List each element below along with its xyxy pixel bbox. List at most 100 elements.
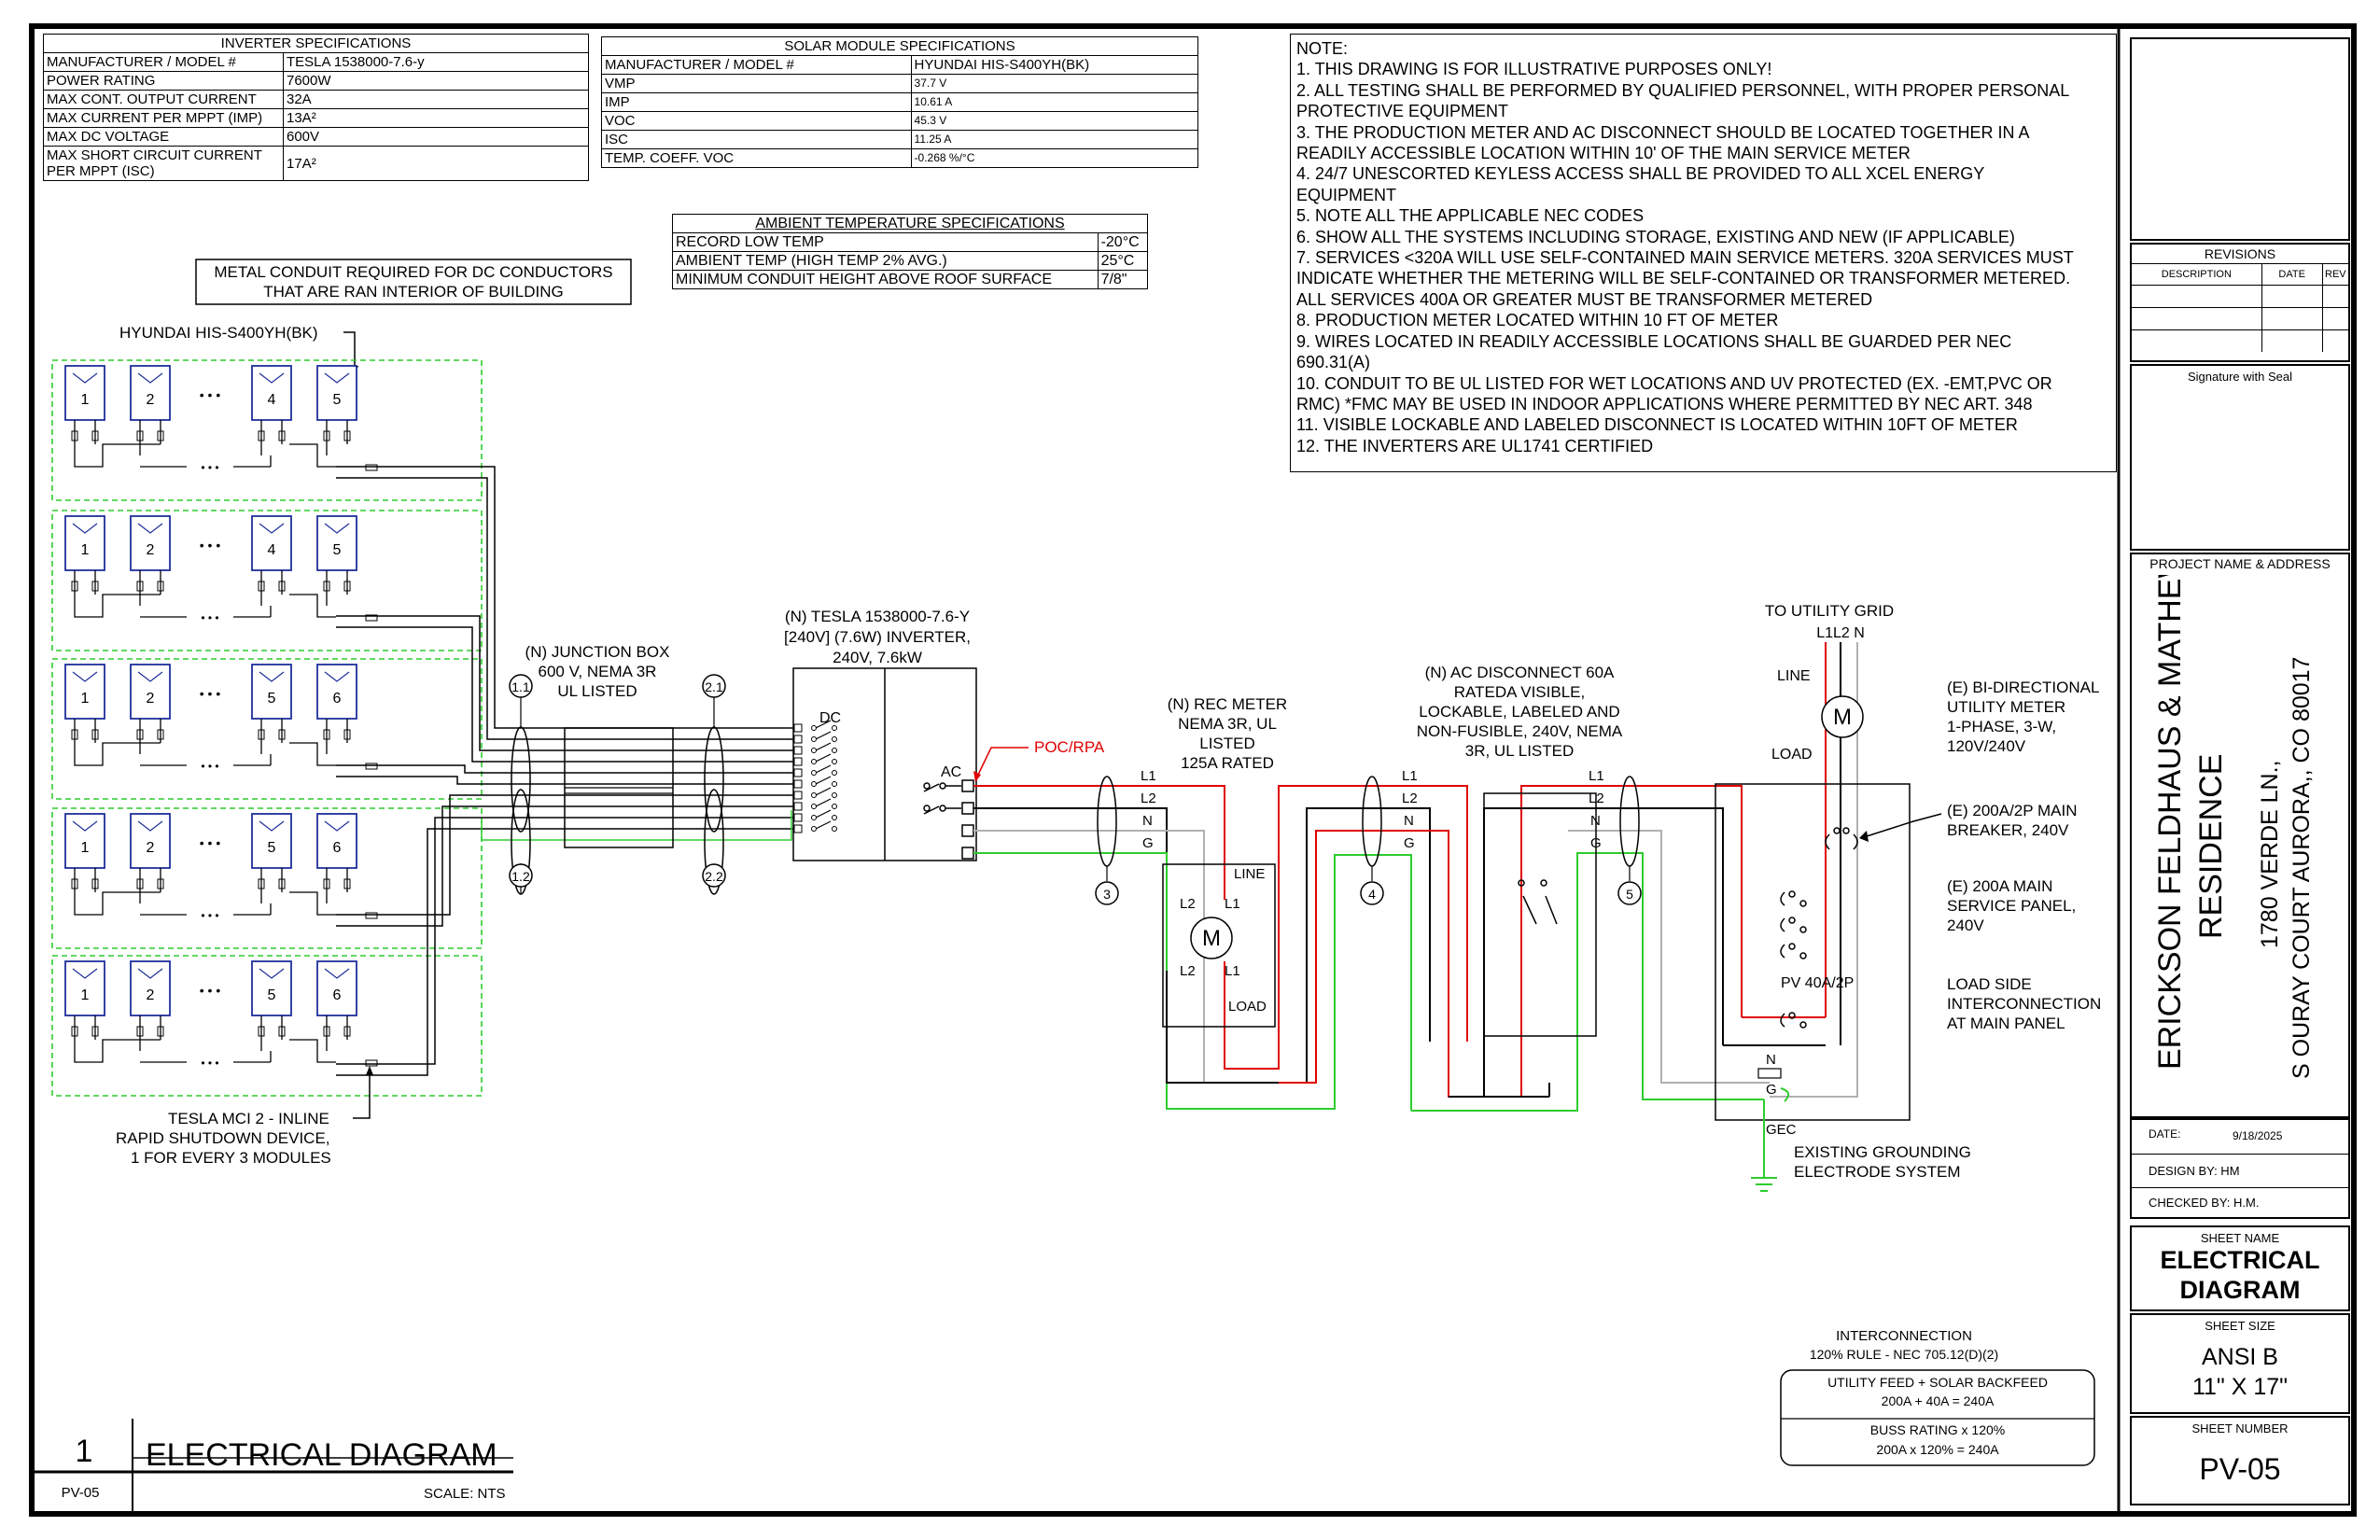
conduit-tag-2-1: 2.1 2.2 <box>702 674 726 895</box>
project-label: PROJECT NAME & ADDRESS <box>2149 556 2331 571</box>
meter-m: M <box>1833 705 1852 730</box>
junction-box-label: (N) JUNCTION BOX <box>525 643 670 661</box>
connector <box>91 1026 99 1037</box>
rev-col-header: DATE <box>2261 264 2323 286</box>
pv-module-outline <box>130 664 171 720</box>
rsd-label: RAPID SHUTDOWN DEVICE, <box>116 1129 330 1147</box>
note-line: 3. THE PRODUCTION METER AND AC DISCONNEC… <box>1296 122 2030 142</box>
dc-switch-contact <box>832 736 837 742</box>
connector <box>258 729 265 740</box>
connector <box>258 1026 265 1037</box>
metal-conduit-text: METAL CONDUIT REQUIRED FOR DC CONDUCTORS <box>214 263 612 281</box>
pv-module-glyph <box>324 671 350 682</box>
sheet-size-label: SHEET SIZE <box>2205 1319 2275 1333</box>
connector <box>136 1026 144 1037</box>
rec-meter-symbol <box>1190 917 1233 959</box>
utility-meter-symbol <box>1821 695 1864 738</box>
main-breaker-label: BREAKER, 240V <box>1947 821 2069 839</box>
pv-module-outline <box>316 365 357 421</box>
spec-label: RECORD LOW TEMP <box>672 232 1099 252</box>
rsd-device <box>365 464 378 471</box>
note-line: 690.31(A) <box>1296 353 1371 372</box>
pv-module-outline <box>64 813 105 869</box>
notes-title: NOTE: <box>1296 39 1349 58</box>
pv-module-outline <box>64 515 105 571</box>
ac-switch <box>923 782 961 815</box>
note-line: ALL SERVICES 400A OR GREATER MUST BE TRA… <box>1296 289 1873 309</box>
connector <box>136 430 144 441</box>
pv-module-glyph <box>324 523 350 534</box>
spec-value: 7600W <box>283 71 589 91</box>
poc-arrow <box>973 771 981 782</box>
main-panel-label: 240V <box>1947 917 1984 934</box>
conduit-tag-5: 5 <box>1617 776 1642 905</box>
rec-meter-terminals: LINE L2 L1 L2 L1 LOAD <box>1180 866 1267 1015</box>
pv-module-number: 4 <box>268 392 276 408</box>
connector <box>258 430 265 441</box>
ground-symbol <box>1751 1177 1777 1192</box>
dc-terminal <box>793 802 803 811</box>
dc-switch-contact <box>832 770 837 776</box>
l2-label: L2 <box>1141 791 1156 806</box>
pv-module-outline <box>316 960 357 1016</box>
note-line: 9. WIRES LOCATED IN READILY ACCESSIBLE L… <box>1296 331 2012 351</box>
note-line: READILY ACCESSIBLE LOCATION WITHIN 10' O… <box>1296 144 1911 163</box>
pv-module-glyph <box>137 372 163 384</box>
pv-module-glyph <box>259 968 285 979</box>
load-label: LOAD <box>1228 999 1267 1015</box>
pv-module: 6 <box>316 813 357 903</box>
note-line: 12. THE INVERTERS ARE UL1741 CERTIFIED <box>1296 436 1654 455</box>
footer-sheet-ref: PV-05 <box>62 1485 100 1501</box>
ellipsis: • • • <box>201 1057 218 1070</box>
sheet-border <box>29 23 2357 1517</box>
drawing-title: ELECTRICAL DIAGRAM <box>146 1437 497 1473</box>
ellipsis: • • • <box>200 387 221 402</box>
pv-module-outline <box>251 813 292 869</box>
dc-switch-blade <box>815 764 832 774</box>
rsd-device <box>365 763 378 770</box>
dc-home-run <box>336 477 801 740</box>
main-breaker <box>1825 827 1858 850</box>
dc-home-run <box>336 817 801 1065</box>
note-line: 8. PRODUCTION METER LOCATED WITHIN 10 FT… <box>1296 311 1779 330</box>
pv-module-outline <box>251 664 292 720</box>
pv-module-outline <box>130 515 171 571</box>
sheet-name: ELECTRICAL <box>2160 1246 2320 1274</box>
rec-meter-label: LISTED <box>1199 735 1255 752</box>
rsd-label: TESLA MCI 2 - INLINE <box>168 1110 329 1127</box>
conduit-tag-3: 3 <box>1095 776 1119 905</box>
metal-conduit-box <box>195 259 632 305</box>
spec-value: -0.268 %/°C <box>910 148 1199 168</box>
ac-disconnect-label: NON-FUSIBLE, 240V, NEMA <box>1417 722 1623 740</box>
sheet-number: PV-05 <box>2199 1452 2281 1486</box>
rsd-device <box>365 1059 378 1067</box>
g-label: G <box>1404 835 1415 851</box>
date-design-block: DATE: 9/18/2025 DESIGN BY: HM CHECKED BY… <box>2130 1118 2350 1219</box>
pv-module-number: 5 <box>333 542 342 558</box>
ellipsis: • • • <box>201 611 218 624</box>
ellipsis: • • • <box>200 686 221 701</box>
dc-terminal <box>793 791 803 800</box>
ellipsis: • • • <box>200 835 221 850</box>
pv-module-outline <box>251 960 292 1016</box>
revisions-table: DESCRIPTION DATE REV <box>2132 264 2348 352</box>
inverter-spec-table: INVERTER SPECIFICATIONS MANUFACTURER / M… <box>43 34 589 181</box>
connector <box>343 1026 351 1037</box>
l2-label: L2 <box>1402 791 1418 806</box>
rec-meter-label: (N) REC METER <box>1168 695 1287 713</box>
dc-home-run <box>336 776 801 785</box>
pv-module-outline <box>316 515 357 571</box>
tag-text: 3 <box>1103 887 1111 902</box>
dc-home-run <box>336 828 801 1076</box>
pv-module-number: 1 <box>81 691 90 707</box>
connector <box>157 581 164 592</box>
note-line: 11. VISIBLE LOCKABLE AND LABELED DISCONN… <box>1296 415 2018 435</box>
dc-switch-contact <box>811 736 817 742</box>
dc-switch-contact <box>832 792 837 798</box>
line-label: LINE <box>1234 866 1265 882</box>
dc-switch-contact <box>811 804 817 809</box>
conduit-tag-1-1: 1.1 1.2 <box>509 674 533 895</box>
pv-module-number: 5 <box>268 840 276 856</box>
n-bus-label: N <box>1766 1052 1776 1068</box>
